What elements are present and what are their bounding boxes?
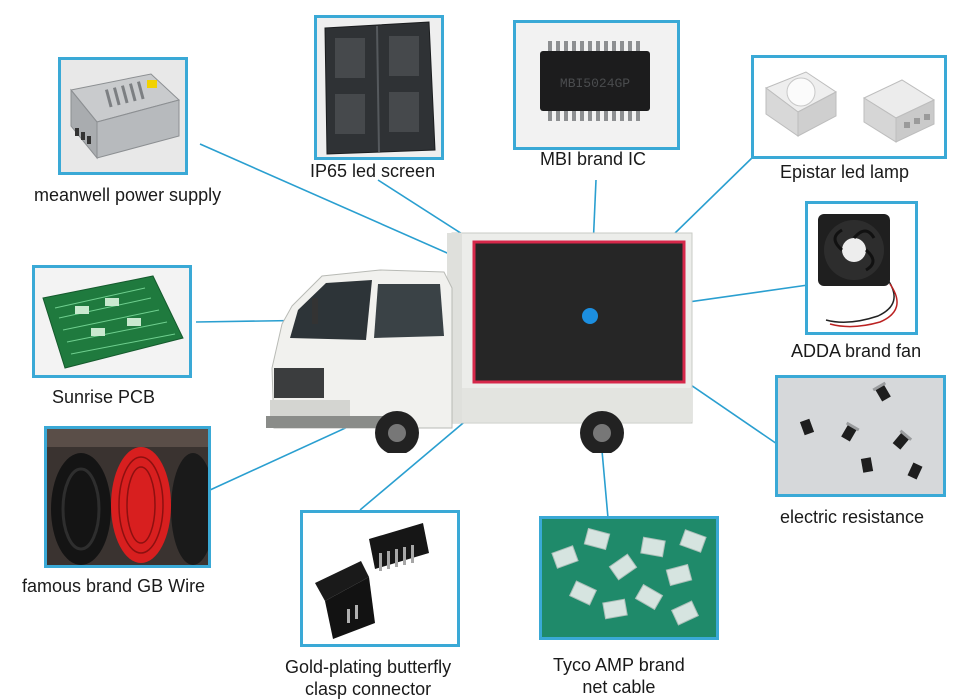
net-cable-label-line1: Tyco AMP brand — [553, 655, 685, 675]
ic-image: MBI5024GP — [513, 20, 680, 150]
ic-label: MBI brand IC — [540, 149, 647, 169]
resistor-icon — [778, 378, 943, 494]
wire-reel-icon — [47, 429, 208, 565]
truck-screen — [472, 240, 686, 384]
connector-label: Gold-plating butterfly clasp connector — [285, 656, 451, 700]
power-supply-icon — [61, 60, 185, 172]
pcb-board-icon — [35, 268, 189, 375]
connector-label-line1: Gold-plating butterfly — [285, 657, 452, 677]
led-screen-label: IP65 led screen — [310, 161, 436, 181]
net-cable-connector-icon — [542, 519, 716, 637]
pcb-image — [32, 265, 192, 378]
led-screen-icon — [317, 18, 441, 157]
resistance-image — [775, 375, 946, 497]
power-supply-label: meanwell power supply — [34, 185, 222, 205]
net-cable-label-line2: net cable — [582, 677, 656, 697]
net-cable-label: Tyco AMP brand net cable — [553, 654, 685, 698]
net-cable-image — [539, 516, 719, 640]
connector-label-line2: clasp connector — [305, 679, 432, 699]
fan-image — [805, 201, 918, 335]
led-lamp-image — [751, 55, 947, 159]
fan-icon — [808, 204, 915, 332]
pcb-label: Sunrise PCB — [52, 387, 156, 407]
wire-image — [44, 426, 211, 568]
fan-label: ADDA brand fan — [791, 341, 922, 361]
connector-image — [300, 510, 460, 647]
ic-chip-icon: MBI5024GP — [516, 23, 677, 147]
led-screen-image — [314, 15, 444, 160]
hub-dot — [582, 308, 598, 324]
resistance-label: electric resistance — [780, 507, 925, 527]
led-truck — [266, 232, 693, 453]
ic-marking: MBI5024GP — [560, 76, 630, 91]
power-supply-image — [58, 57, 188, 175]
led-lamp-label: Epistar led lamp — [780, 162, 910, 182]
connector-icon — [303, 513, 457, 644]
led-lamp-icon — [754, 58, 944, 156]
wire-label: famous brand GB Wire — [22, 576, 206, 596]
